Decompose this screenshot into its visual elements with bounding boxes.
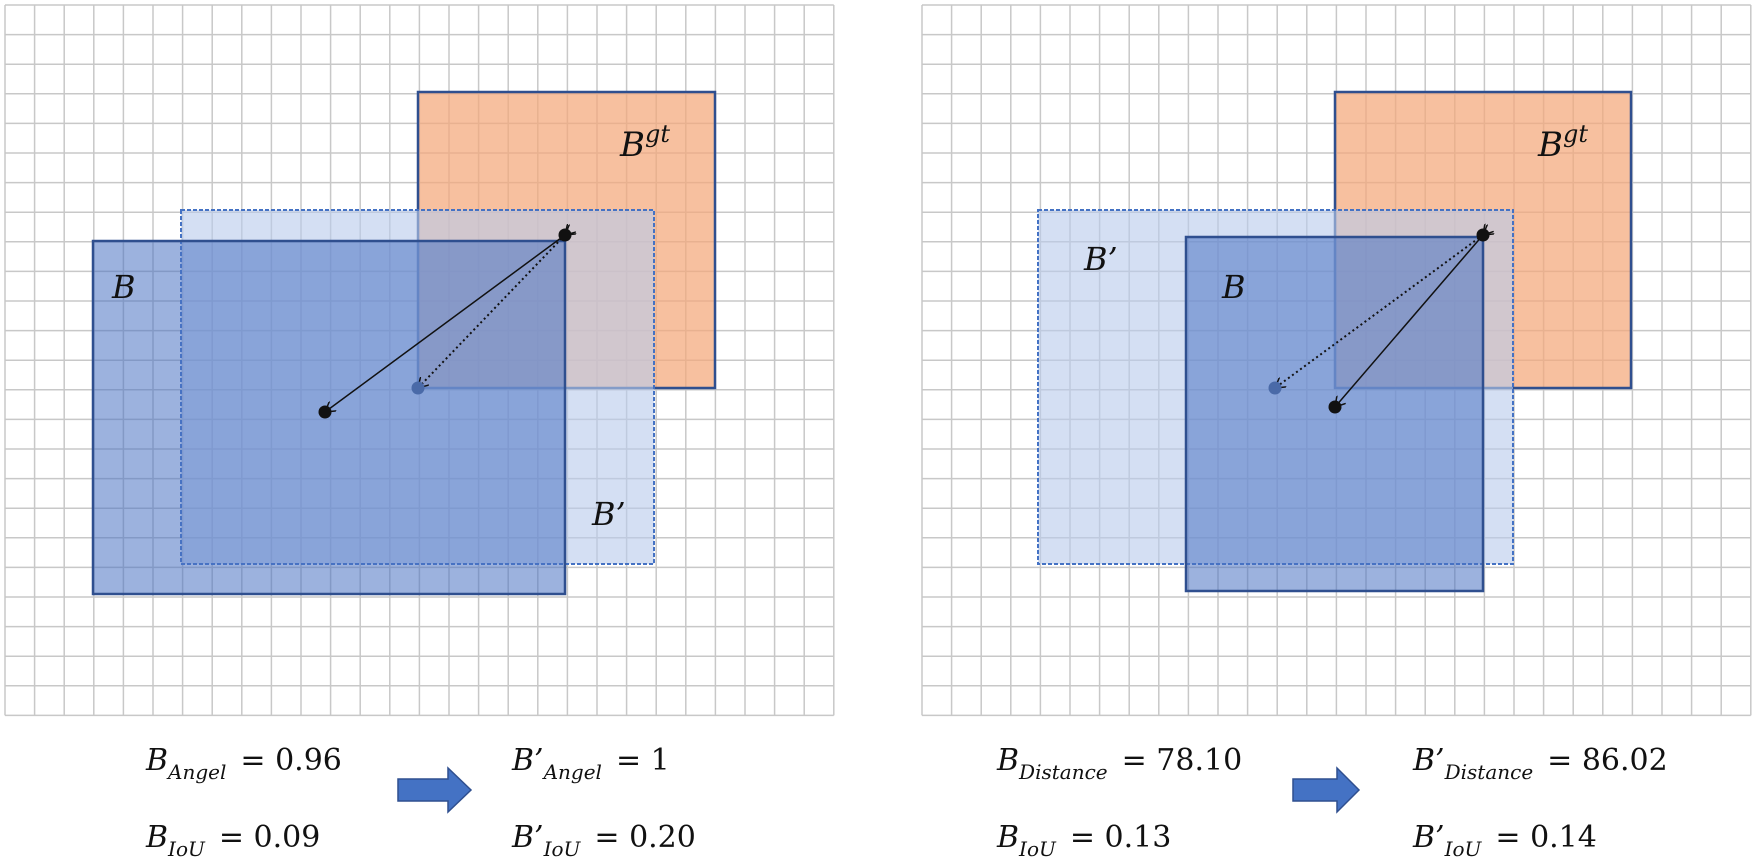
right-eq-bprime-distance: B’Distance= 86.02	[1412, 743, 1668, 784]
left-gt-center-point	[558, 228, 572, 242]
left-eq-bprime-angel: B’Angel= 1	[511, 743, 670, 784]
right-panel: Bgt B B’ BDistance= 78.10 BIoU= 0.13 B’D…	[921, 4, 1752, 858]
right-eq-b-distance: BDistance= 78.10	[996, 743, 1242, 784]
left-eq-b-angel: BAngel= 0.96	[145, 743, 342, 784]
right-gt-center-point	[1476, 228, 1490, 242]
left-dotted-arrow	[418, 235, 565, 388]
left-panel: Bgt B B’ BAngel= 0.96 BIoU= 0.09 B’Angel…	[4, 4, 835, 858]
left-box-center-point	[318, 405, 332, 419]
left-b-label: B	[111, 268, 136, 306]
left-box-prime-center-point	[411, 381, 425, 395]
right-eq-b-iou: BIoU= 0.13	[996, 820, 1171, 858]
left-gt-label: Bgt	[619, 120, 670, 165]
left-predicted-box	[91, 239, 567, 596]
right-block-arrow-icon	[1292, 766, 1361, 814]
right-box-prime-center-point	[1268, 381, 1282, 395]
left-eq-bprime-iou: B’IoU= 0.20	[511, 820, 696, 858]
right-gt-label: Bgt	[1537, 120, 1588, 165]
left-eq-b-iou: BIoU= 0.09	[145, 820, 320, 858]
right-box-center-point	[1328, 400, 1342, 414]
right-b-label: B	[1221, 268, 1246, 306]
right-eq-bprime-iou: B’IoU= 0.14	[1412, 820, 1597, 858]
right-dotted-arrow	[1275, 235, 1483, 388]
left-b-prime-label: B’	[591, 495, 626, 533]
right-b-prime-label: B’	[1083, 240, 1118, 278]
left-block-arrow-icon	[397, 766, 473, 814]
